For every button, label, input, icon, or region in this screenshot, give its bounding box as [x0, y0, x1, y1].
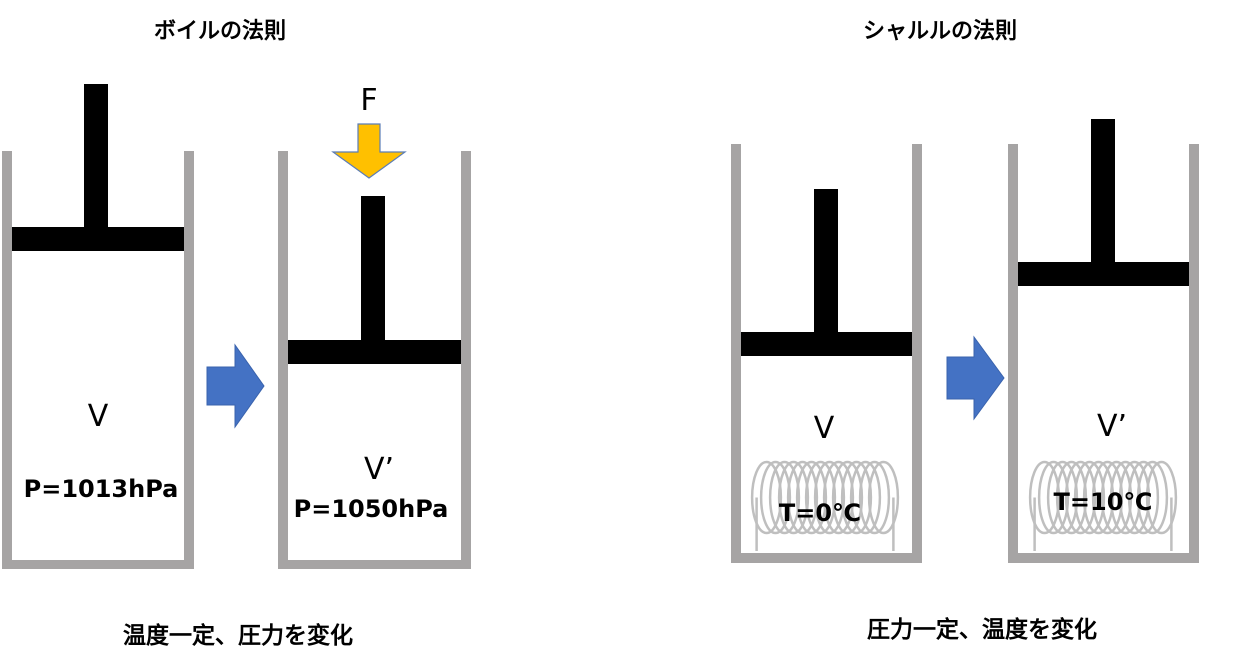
piston-rod	[84, 84, 108, 239]
cylinder-right-wall	[184, 151, 194, 569]
coil-loop	[750, 460, 783, 535]
coil-loop	[1037, 460, 1070, 535]
coil-loop	[822, 460, 855, 535]
coil-loop	[1082, 460, 1115, 535]
boyle-right-pressure-label: P=1050hPa	[294, 495, 449, 523]
cylinder-right-wall	[1189, 144, 1199, 563]
coil-loop	[1109, 460, 1142, 535]
piston-head	[288, 340, 461, 364]
boyle-process-arrow	[206, 343, 265, 429]
boyle-right-cylinder	[278, 151, 471, 569]
coil-loop	[867, 460, 900, 535]
piston-rod	[814, 189, 838, 344]
heater-coil-icon	[750, 460, 900, 551]
force-arrow	[331, 123, 407, 179]
coil-loop	[795, 460, 828, 535]
cylinder-bottom	[278, 560, 471, 569]
boyle-left-cylinder	[2, 151, 194, 569]
boyle-right-volume-label: V’	[364, 452, 394, 487]
cylinder-right-wall	[461, 151, 471, 569]
coil-loop	[1127, 460, 1160, 535]
charles-right-piston	[1018, 119, 1189, 286]
charles-left-volume-label: V	[814, 411, 835, 446]
boyle-caption: 温度一定、圧力を変化	[123, 622, 353, 649]
piston-head	[741, 332, 912, 356]
coil-loop	[1091, 460, 1124, 535]
heater-coil-icon	[1028, 460, 1178, 551]
charles-title: シャルルの法則	[863, 19, 1017, 44]
coil-loop	[804, 460, 837, 535]
coil-loop	[831, 460, 864, 535]
charles-right-volume-label: V’	[1097, 409, 1127, 444]
coil-loop	[813, 460, 846, 535]
coil-loop	[768, 460, 801, 535]
boyle-title: ボイルの法則	[154, 19, 286, 44]
charles-left-cylinder	[731, 144, 922, 563]
coil-loop	[1073, 460, 1106, 535]
coil-loop	[1145, 460, 1178, 535]
charles-right-temperature-label: T=10℃	[1054, 488, 1153, 516]
coil-loop	[1064, 460, 1097, 535]
coil-loop	[1046, 460, 1079, 535]
boyle-left-volume-label: V	[88, 399, 109, 434]
boyle-left-pressure-label: P=1013hPa	[24, 475, 179, 503]
cylinder-left-wall	[1008, 144, 1018, 563]
coil-loop	[840, 460, 873, 535]
cylinder-right-wall	[912, 144, 922, 563]
charles-caption: 圧力一定、温度を変化	[867, 616, 1097, 643]
cylinder-left-wall	[2, 151, 12, 569]
charles-process-arrow	[946, 335, 1005, 421]
coil-loop	[858, 460, 891, 535]
piston-head	[1018, 262, 1189, 286]
cylinder-left-wall	[731, 144, 741, 563]
coil-loop	[777, 460, 810, 535]
coil-loop	[1136, 460, 1169, 535]
force-label: F	[360, 83, 377, 118]
charles-left-piston	[741, 189, 912, 356]
cylinder-bottom	[2, 560, 194, 569]
charles-left-temperature-label: T=0℃	[779, 499, 861, 527]
coil-loop	[1118, 460, 1151, 535]
cylinder-left-wall	[278, 151, 288, 569]
piston-rod	[1091, 119, 1115, 274]
boyle-right-piston	[288, 196, 461, 364]
piston-rod	[361, 196, 385, 351]
coil-loop	[849, 460, 882, 535]
coil-loop	[1055, 460, 1088, 535]
coil-loop	[786, 460, 819, 535]
coil-loop	[759, 460, 792, 535]
charles-right-cylinder	[1008, 144, 1199, 563]
coil-loop	[1100, 460, 1133, 535]
coil-loop	[1028, 460, 1061, 535]
boyle-left-piston	[12, 84, 184, 251]
cylinder-bottom	[1008, 553, 1199, 563]
piston-head	[12, 227, 184, 251]
cylinder-bottom	[731, 553, 922, 563]
